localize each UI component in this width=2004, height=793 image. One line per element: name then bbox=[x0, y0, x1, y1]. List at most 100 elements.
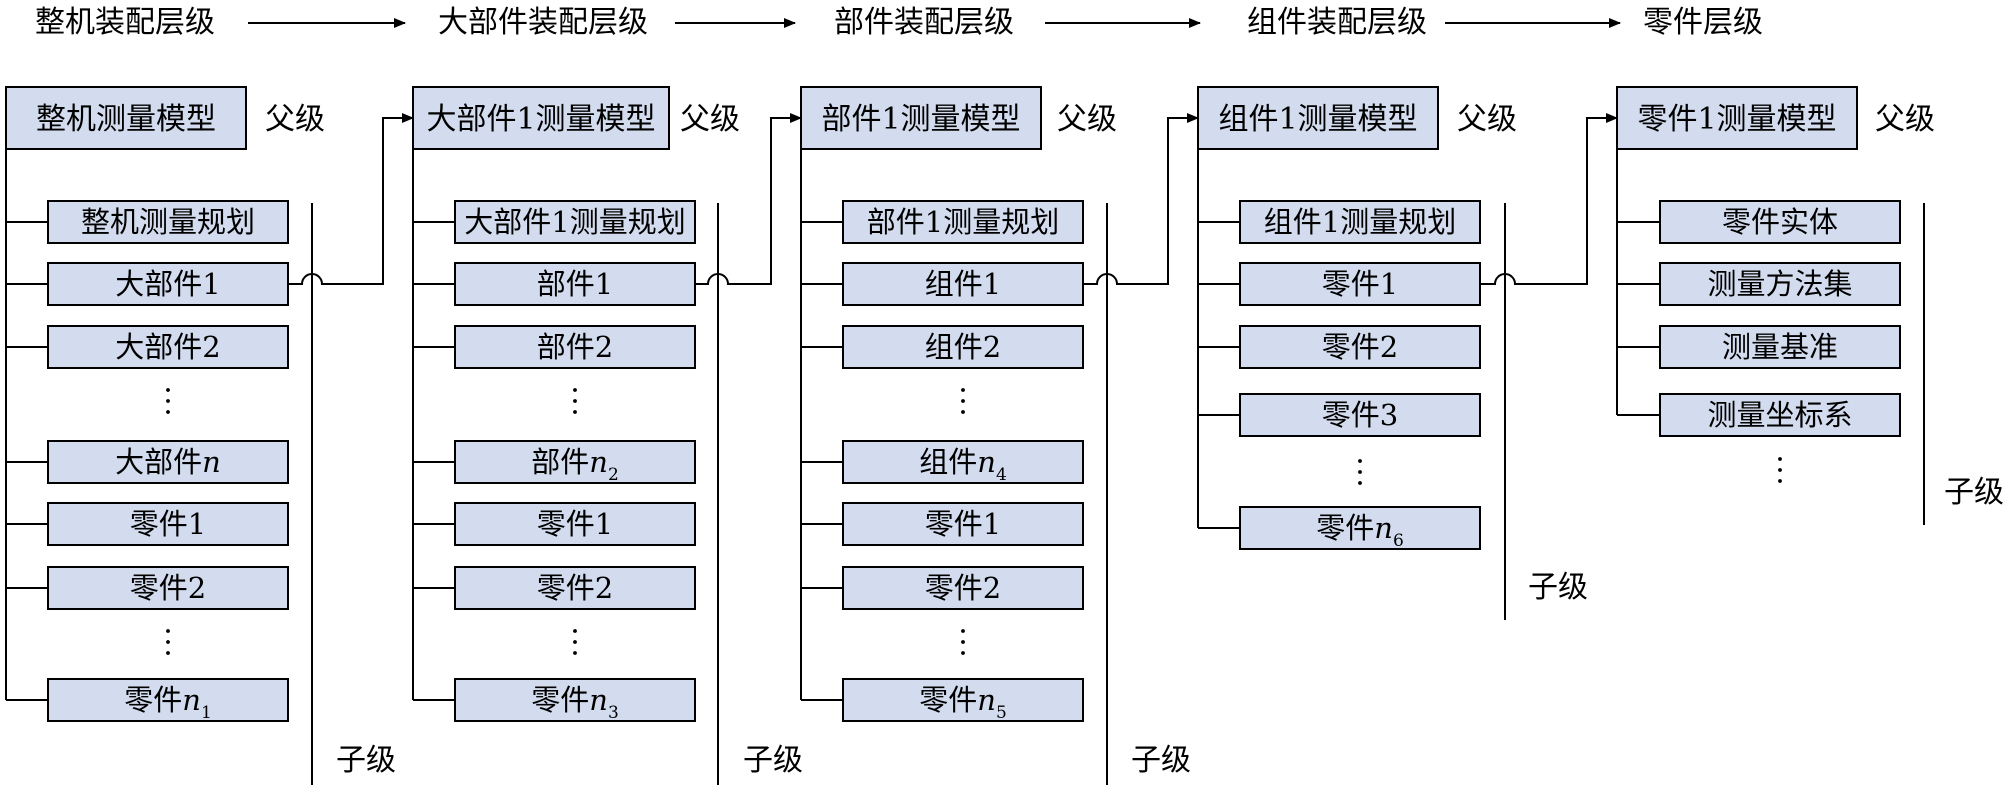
link-arrow bbox=[1083, 113, 1199, 285]
child-node-label: 组件2 bbox=[925, 330, 1001, 364]
child-node-box bbox=[1659, 393, 1901, 437]
child-node-box bbox=[1659, 325, 1901, 369]
link-arrow bbox=[695, 113, 802, 285]
level-header: 组件装配层级 bbox=[1247, 5, 1427, 40]
child-node-label: 零件1 bbox=[537, 507, 613, 541]
measurement-model-label: 零件1测量模型 bbox=[1637, 102, 1836, 137]
child-node-box bbox=[842, 262, 1084, 306]
child-node-label: 零件2 bbox=[537, 571, 613, 605]
child-node-box bbox=[842, 325, 1084, 369]
level-header: 整机装配层级 bbox=[35, 5, 215, 40]
ellipsis bbox=[1358, 459, 1362, 485]
child-node-label: 大部件n bbox=[115, 445, 221, 479]
child-node-label: 零件n1 bbox=[124, 683, 212, 723]
child-node-box bbox=[1239, 506, 1481, 550]
ellipsis bbox=[573, 388, 577, 414]
child-node-box bbox=[842, 200, 1084, 244]
child-node-label: 部件n2 bbox=[531, 445, 619, 485]
ellipsis bbox=[166, 388, 170, 414]
level-column: 大部件1测量模型父级大部件1测量规划部件1部件2部件n2零件1零件2零件n3子级 bbox=[412, 86, 803, 785]
child-node-box bbox=[1659, 200, 1901, 244]
child-node-label: 组件1测量规划 bbox=[1264, 205, 1456, 239]
ellipsis bbox=[1778, 457, 1782, 483]
child-node-box bbox=[47, 262, 289, 306]
child-node-box bbox=[454, 440, 696, 484]
child-node-label: 零件1 bbox=[1322, 267, 1398, 301]
measurement-model-box bbox=[412, 86, 670, 150]
child-node-label: 组件1 bbox=[925, 267, 1001, 301]
child-node-box bbox=[1659, 262, 1901, 306]
child-node-box bbox=[1239, 393, 1481, 437]
child-node-label: 零件1 bbox=[130, 507, 206, 541]
child-node-label: 零件n6 bbox=[1316, 511, 1404, 551]
child-node-label: 零件2 bbox=[1322, 330, 1398, 364]
parent-label: 父级 bbox=[1457, 102, 1517, 137]
child-label: 子级 bbox=[336, 743, 396, 778]
child-node-label: 部件2 bbox=[537, 330, 613, 364]
link-arrow bbox=[288, 113, 414, 285]
child-node-box bbox=[454, 325, 696, 369]
child-node-box bbox=[1239, 262, 1481, 306]
child-node-box bbox=[454, 566, 696, 610]
ellipsis bbox=[166, 629, 170, 655]
level-header: 零件层级 bbox=[1643, 5, 1763, 40]
child-node-box bbox=[454, 678, 696, 722]
child-label: 子级 bbox=[1944, 475, 2004, 510]
child-node-box bbox=[47, 502, 289, 546]
level-column: 整机测量模型父级整机测量规划大部件1大部件2大部件n零件1零件2零件n1子级 bbox=[5, 86, 396, 785]
parent-label: 父级 bbox=[1875, 102, 1935, 137]
parent-label: 父级 bbox=[1057, 102, 1117, 137]
level-header: 部件装配层级 bbox=[834, 5, 1014, 40]
connector-layer bbox=[288, 113, 1618, 285]
ellipsis bbox=[573, 629, 577, 655]
child-node-label: 组件n4 bbox=[919, 445, 1007, 485]
child-node-box bbox=[454, 262, 696, 306]
child-node-box bbox=[47, 678, 289, 722]
child-node-label: 大部件1测量规划 bbox=[464, 205, 685, 239]
child-node-label: 零件2 bbox=[130, 571, 206, 605]
measurement-model-box bbox=[800, 86, 1042, 150]
child-label: 子级 bbox=[743, 743, 803, 778]
measurement-model-box bbox=[1197, 86, 1439, 150]
child-node-box bbox=[454, 200, 696, 244]
parent-label: 父级 bbox=[265, 102, 325, 137]
child-node-box bbox=[1239, 325, 1481, 369]
measurement-model-box bbox=[1616, 86, 1858, 150]
child-node-label: 测量基准 bbox=[1722, 330, 1838, 364]
measurement-model-label: 部件1测量模型 bbox=[821, 102, 1020, 137]
measurement-model-label: 大部件1测量模型 bbox=[426, 102, 655, 137]
child-node-label: 整机测量规划 bbox=[81, 205, 255, 239]
measurement-model-label: 整机测量模型 bbox=[36, 102, 216, 137]
child-node-label: 零件3 bbox=[1322, 398, 1398, 432]
child-label: 子级 bbox=[1131, 743, 1191, 778]
child-node-box bbox=[47, 200, 289, 244]
child-node-label: 零件2 bbox=[925, 571, 1001, 605]
columns-layer: 整机测量模型父级整机测量规划大部件1大部件2大部件n零件1零件2零件n1子级大部… bbox=[5, 86, 2004, 785]
child-node-label: 部件1测量规划 bbox=[867, 205, 1059, 239]
child-label: 子级 bbox=[1528, 570, 1588, 605]
child-node-label: 大部件2 bbox=[115, 330, 220, 364]
measurement-model-label: 组件1测量模型 bbox=[1218, 102, 1417, 137]
ellipsis bbox=[961, 629, 965, 655]
child-node-label: 零件1 bbox=[925, 507, 1001, 541]
ellipsis bbox=[961, 388, 965, 414]
level-header: 大部件装配层级 bbox=[438, 5, 648, 40]
child-node-box bbox=[47, 440, 289, 484]
child-node-label: 零件实体 bbox=[1722, 205, 1838, 239]
child-node-box bbox=[454, 502, 696, 546]
level-header-row: 整机装配层级 大部件装配层级 部件装配层级 组件装配层级 零件层级 bbox=[35, 5, 1763, 40]
child-node-box bbox=[842, 440, 1084, 484]
link-arrow bbox=[1480, 113, 1618, 285]
child-node-box bbox=[47, 566, 289, 610]
child-node-box bbox=[47, 325, 289, 369]
parent-label: 父级 bbox=[680, 102, 740, 137]
child-node-label: 零件n5 bbox=[919, 683, 1007, 723]
child-node-label: 测量方法集 bbox=[1707, 267, 1852, 301]
child-node-label: 测量坐标系 bbox=[1707, 398, 1852, 432]
child-node-box bbox=[842, 502, 1084, 546]
child-node-box bbox=[1239, 200, 1481, 244]
